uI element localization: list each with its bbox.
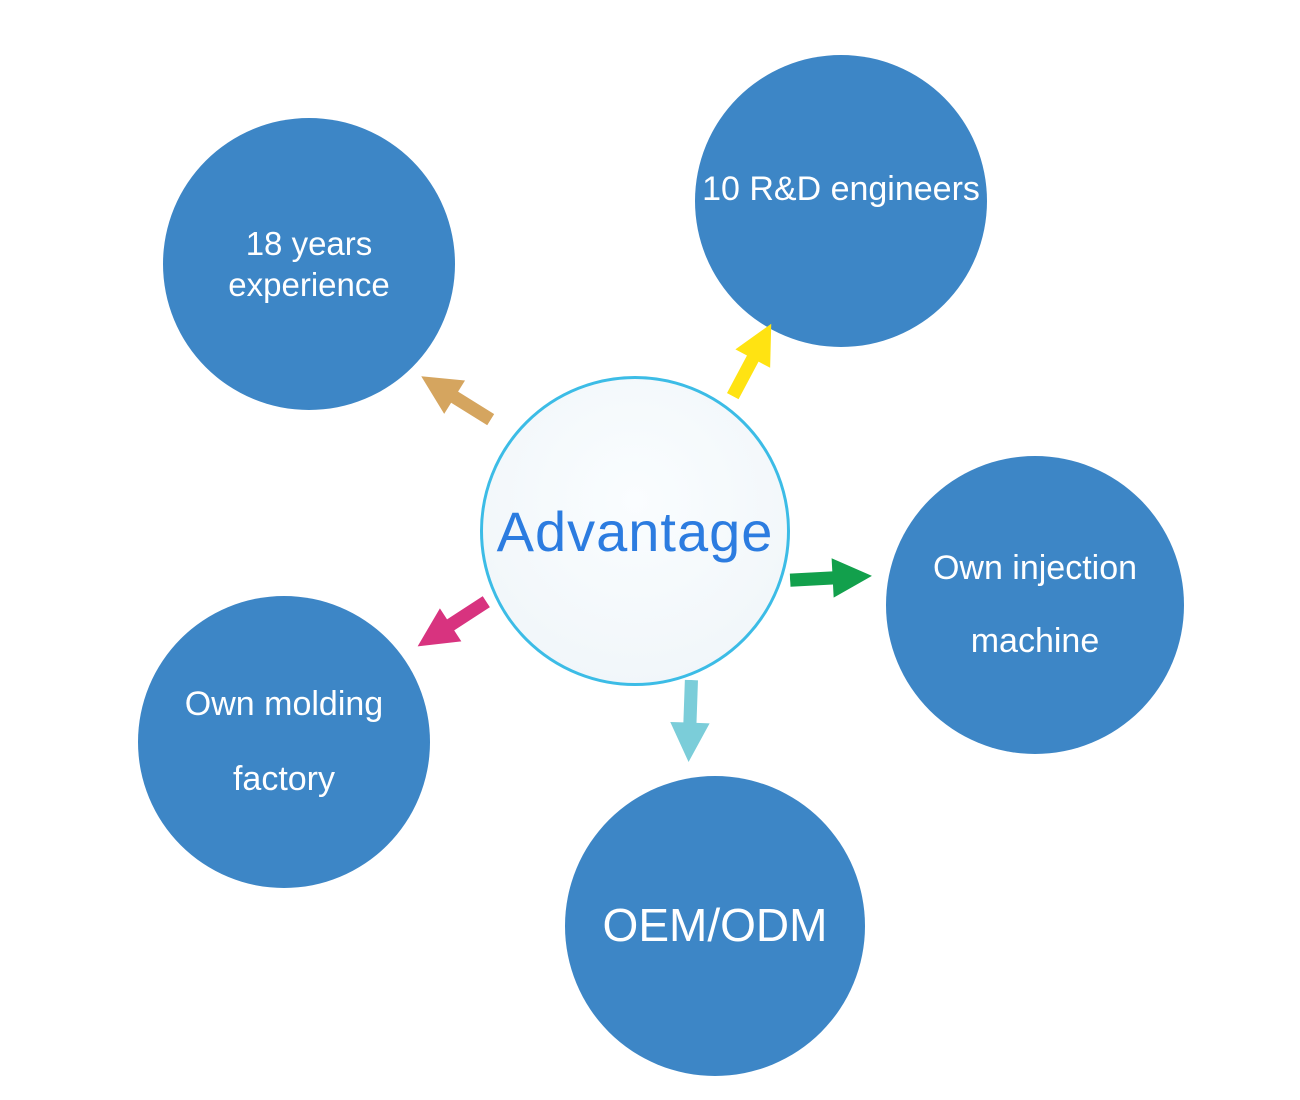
node-rd-engineers: 10 R&D engineers [695, 55, 987, 347]
node-label: 10 R&D engineers [702, 169, 980, 208]
arrow-shape [670, 679, 710, 762]
arrow-shape [789, 558, 872, 598]
node-label-line-2: factory [232, 760, 336, 798]
arrow-shape [726, 323, 772, 400]
node-label-line-1: Own injection [932, 548, 1138, 587]
arrow-down-icon [664, 679, 717, 763]
center-circle: Advantage [480, 376, 790, 686]
node-own-molding-factory: Own molding factory [138, 596, 430, 888]
center-title: Advantage [496, 499, 774, 563]
node-label: 18 years experience [228, 224, 390, 303]
node-label-line-2: machine [970, 622, 1100, 660]
arrow-down-left-icon [404, 581, 500, 668]
arrow-right-icon [789, 551, 874, 605]
arrow-shape [421, 376, 495, 426]
node-oem-odm: OEM/ODM [565, 776, 865, 1076]
arrow-up-left-icon [408, 355, 504, 441]
node-own-injection-machine: Own injection machine [886, 456, 1184, 754]
node-label-line-1: Own molding [184, 685, 384, 724]
node-label: OEM/ODM [602, 899, 828, 952]
arrow-shape [417, 596, 490, 647]
arrow-up-right-icon [711, 312, 794, 408]
node-18-years-experience: 18 years experience [163, 118, 455, 410]
